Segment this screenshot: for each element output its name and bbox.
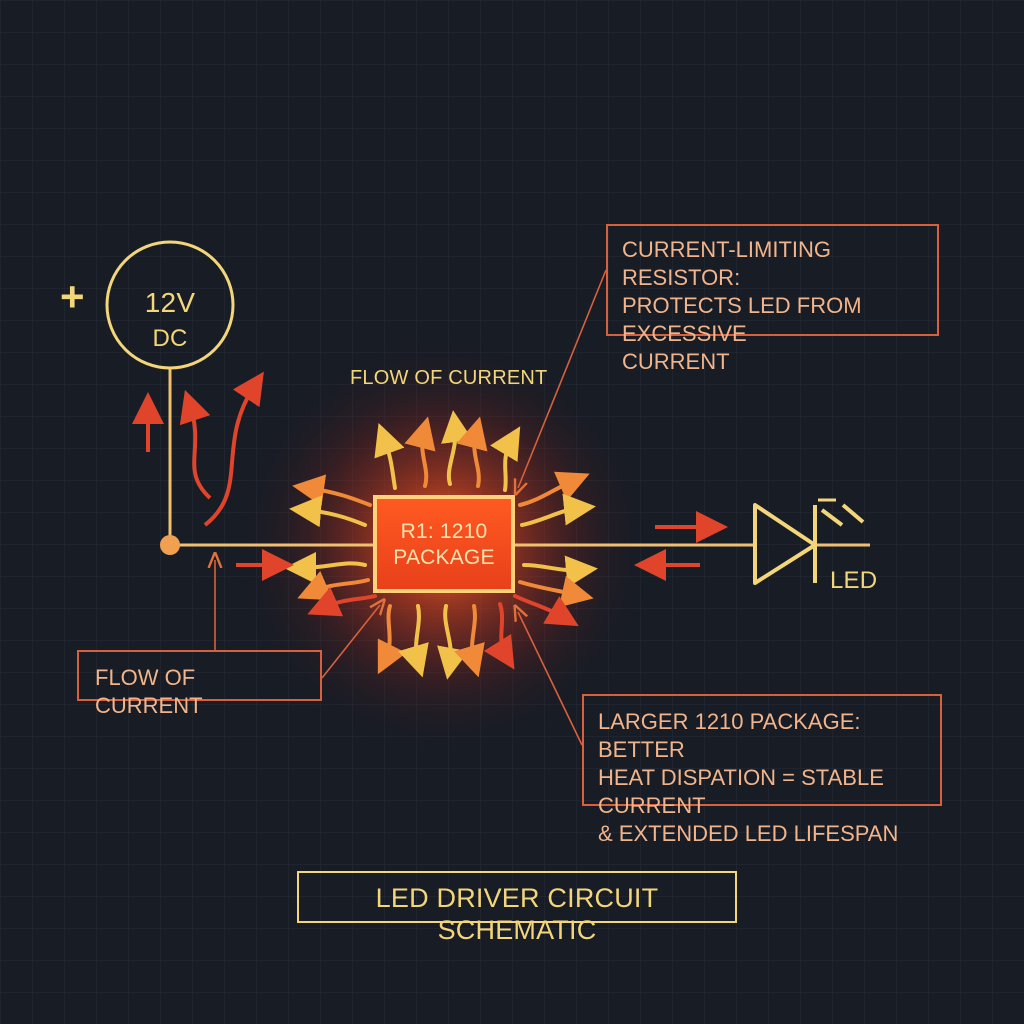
- heat-arrow: [454, 604, 485, 678]
- flow-label-bottom: FLOW OF CURRENT: [95, 665, 203, 718]
- heat-arrow: [456, 416, 488, 488]
- source-polarity-label: +: [60, 273, 85, 320]
- heat-arrow: [441, 410, 473, 486]
- callout-resistor-purpose-line3: CURRENT: [622, 349, 730, 374]
- source-arrow-wave-1: [179, 389, 212, 500]
- led-emission-ray: [820, 508, 844, 527]
- heat-arrow: [377, 604, 407, 675]
- heat-arrow: [518, 575, 594, 608]
- callout-package-benefit-line2: HEAT DISPATION = STABLE CURRENT: [598, 765, 884, 818]
- callout-flow-of-current: FLOW OF CURRENT: [77, 650, 322, 718]
- title-box: LED DRIVER CIRCUIT SCHEMATIC: [297, 871, 737, 945]
- heat-arrow: [404, 416, 436, 488]
- source-arrow-wave-2: [203, 371, 264, 527]
- leader-package-benefit: [518, 612, 583, 746]
- callout-resistor-purpose-line1: CURRENT-LIMITING RESISTOR:: [622, 237, 831, 290]
- led-emission-ray: [841, 503, 865, 524]
- heat-arrow: [374, 422, 405, 490]
- heat-arrow: [398, 604, 429, 678]
- heat-arrow: [513, 594, 579, 627]
- leader-flow-bottom-diag: [321, 605, 380, 679]
- junction-node: [160, 535, 180, 555]
- led-symbol: [753, 498, 865, 585]
- resistor-label-line2: PACKAGE: [393, 546, 495, 569]
- heat-arrow: [522, 555, 598, 588]
- led-label: LED: [830, 567, 878, 594]
- heat-arrow: [289, 495, 367, 528]
- source-type-label: DC: [152, 325, 188, 352]
- callout-package-benefit: LARGER 1210 PACKAGE: BETTER HEAT DISPATI…: [582, 694, 942, 846]
- dc-source-symbol: [105, 240, 235, 370]
- callout-resistor-purpose-line2: PROTECTS LED FROM EXCESSIVE: [622, 293, 862, 346]
- heat-arrows: [284, 410, 598, 680]
- heat-arrow: [483, 602, 515, 670]
- flow-label-top: FLOW OF CURRENT: [350, 367, 548, 389]
- leader-lines: [215, 269, 607, 746]
- resistor-body: [373, 495, 515, 593]
- resistor-label-line1: R1: 1210: [400, 520, 488, 543]
- callout-package-benefit-line1: LARGER 1210 PACKAGE: BETTER: [598, 709, 861, 762]
- heat-arrow: [520, 493, 596, 527]
- wires: [168, 368, 870, 547]
- heat-arrow: [292, 474, 372, 507]
- heat-arrow: [490, 426, 521, 492]
- source-current-arrows: [132, 371, 264, 527]
- source-voltage-label: 12V: [144, 287, 196, 318]
- heat-arrow: [518, 471, 590, 507]
- heat-arrow: [284, 551, 367, 584]
- leader-resistor-purpose: [518, 269, 607, 488]
- callout-package-benefit-line3: & EXTENDED LED LIFESPAN: [598, 821, 899, 846]
- page-title: LED DRIVER CIRCUIT SCHEMATIC: [375, 883, 659, 945]
- heat-arrow: [437, 604, 469, 680]
- callout-resistor-purpose: CURRENT-LIMITING RESISTOR: PROTECTS LED …: [606, 224, 939, 374]
